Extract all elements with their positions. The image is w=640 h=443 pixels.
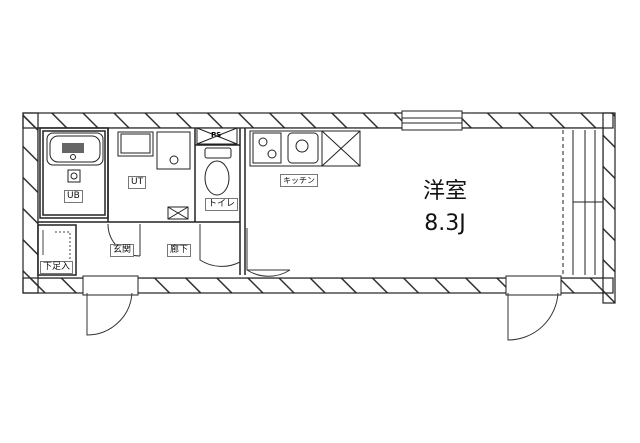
pipe-shaft-label: PS	[211, 131, 222, 139]
shoe-closet-fixture	[42, 230, 71, 260]
western-room-name: 洋室	[422, 179, 467, 204]
bathtub	[46, 132, 104, 183]
hallway-label: 廊下	[167, 244, 192, 257]
top-window	[401, 110, 463, 131]
unit-bath-label: UB	[64, 190, 83, 203]
exterior-walls	[22, 112, 616, 304]
entrance-label: 玄関	[110, 244, 135, 257]
entrance-door-frame	[82, 275, 139, 296]
balcony-door-frame	[505, 275, 562, 296]
toilet-label: トイレ	[205, 198, 239, 211]
washbasin	[117, 131, 191, 170]
toilet-door-swing	[199, 224, 241, 267]
utility-label: UT	[128, 176, 147, 189]
toilet-fixture	[204, 147, 232, 196]
shoe-closet-label: 下足入	[40, 261, 74, 274]
interior-walls	[37, 127, 246, 276]
washer-space	[167, 206, 189, 220]
kitchen-counter	[249, 130, 361, 167]
closet	[562, 130, 603, 275]
western-room-size: 8.3J	[424, 211, 466, 236]
entrance-door-swing	[86, 292, 133, 336]
pipe-shaft	[196, 127, 238, 145]
kitchen-label: キッチン	[280, 174, 318, 187]
balcony-door-swing	[507, 292, 559, 341]
